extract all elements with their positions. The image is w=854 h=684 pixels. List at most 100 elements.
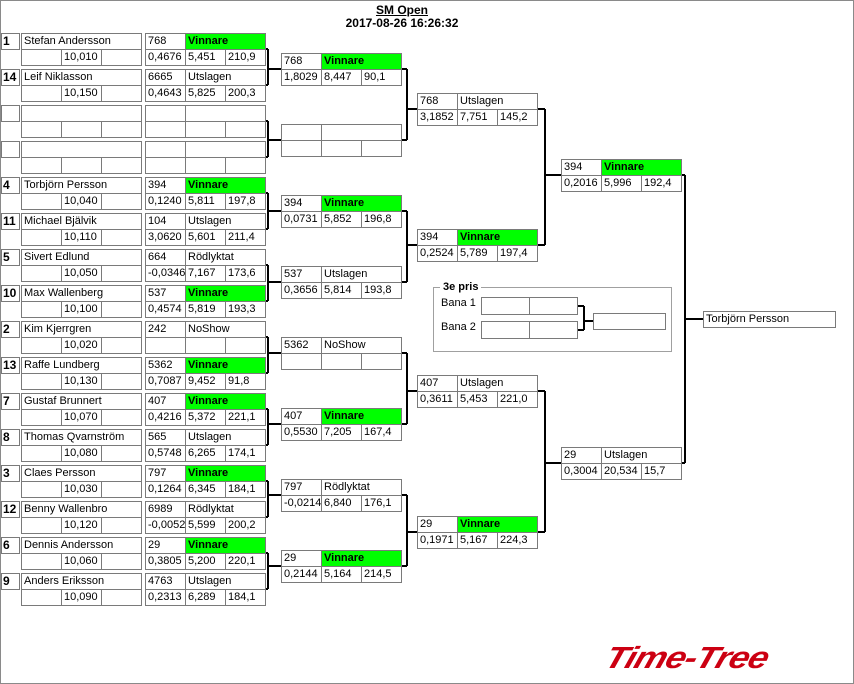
- player-extra-b[interactable]: [101, 301, 142, 318]
- r1-result-speed[interactable]: 91,8: [225, 373, 266, 390]
- r3-result-et[interactable]: 5,789: [457, 245, 498, 262]
- r1-result-et[interactable]: 5,819: [185, 301, 226, 318]
- r1-result-status[interactable]: Utslagen: [185, 573, 266, 590]
- r1-result-speed[interactable]: 210,9: [225, 49, 266, 66]
- player-name[interactable]: Gustaf Brunnert: [21, 393, 142, 410]
- r2-result-reaction[interactable]: [281, 140, 322, 157]
- r1-result-reaction[interactable]: -0,0052: [145, 517, 186, 534]
- player-extra-a[interactable]: [21, 337, 62, 354]
- player-extra-a[interactable]: [21, 85, 62, 102]
- r2-result-speed[interactable]: 196,8: [361, 211, 402, 228]
- player-name[interactable]: Kim Kjerrgren: [21, 321, 142, 338]
- r2-result-status[interactable]: Vinnare: [321, 53, 402, 70]
- r2-result-status[interactable]: Vinnare: [321, 550, 402, 567]
- lane2-entry-b[interactable]: [529, 321, 578, 339]
- r1-result-status[interactable]: Vinnare: [185, 357, 266, 374]
- r3-result-speed[interactable]: 224,3: [497, 532, 538, 549]
- r2-result-reaction[interactable]: 0,2144: [281, 566, 322, 583]
- r1-result-et[interactable]: 5,451: [185, 49, 226, 66]
- player-extra-b[interactable]: [101, 85, 142, 102]
- r2-result-et[interactable]: 5,814: [321, 282, 362, 299]
- player-name[interactable]: [21, 141, 142, 158]
- r1-result-et[interactable]: 6,289: [185, 589, 226, 606]
- r4-result-speed[interactable]: 192,4: [641, 175, 682, 192]
- player-name[interactable]: Max Wallenberg: [21, 285, 142, 302]
- r2-result-reaction[interactable]: 0,3656: [281, 282, 322, 299]
- r1-result-reaction[interactable]: 0,7087: [145, 373, 186, 390]
- player-extra-b[interactable]: [101, 409, 142, 426]
- r1-result-id[interactable]: 104: [145, 213, 186, 230]
- r4-result-id[interactable]: 29: [561, 447, 602, 464]
- r1-result-id[interactable]: [145, 105, 186, 122]
- player-extra-a[interactable]: [21, 193, 62, 210]
- player-extra-a[interactable]: [21, 373, 62, 390]
- r3-result-id[interactable]: 768: [417, 93, 458, 110]
- r2-result-et[interactable]: 8,447: [321, 69, 362, 86]
- player-extra-a[interactable]: [21, 409, 62, 426]
- player-dial-in[interactable]: 10,050: [61, 265, 102, 282]
- r1-result-et[interactable]: 9,452: [185, 373, 226, 390]
- player-name[interactable]: Sivert Edlund: [21, 249, 142, 266]
- r3-result-reaction[interactable]: 3,1852: [417, 109, 458, 126]
- r1-result-et[interactable]: 5,601: [185, 229, 226, 246]
- r1-result-speed[interactable]: 174,1: [225, 445, 266, 462]
- r2-result-et[interactable]: 5,852: [321, 211, 362, 228]
- r1-result-et[interactable]: 6,265: [185, 445, 226, 462]
- player-extra-a[interactable]: [21, 553, 62, 570]
- player-name[interactable]: [21, 105, 142, 122]
- lane2-entry-a[interactable]: [481, 321, 530, 339]
- player-extra-a[interactable]: [21, 517, 62, 534]
- r1-result-reaction[interactable]: 0,4643: [145, 85, 186, 102]
- player-dial-in[interactable]: 10,080: [61, 445, 102, 462]
- r4-result-status[interactable]: Vinnare: [601, 159, 682, 176]
- r1-result-speed[interactable]: 200,3: [225, 85, 266, 102]
- r1-result-status[interactable]: Rödlyktat: [185, 501, 266, 518]
- r1-result-status[interactable]: Vinnare: [185, 465, 266, 482]
- r1-result-id[interactable]: 768: [145, 33, 186, 50]
- r2-result-id[interactable]: 29: [281, 550, 322, 567]
- r2-result-et[interactable]: 7,205: [321, 424, 362, 441]
- r1-result-speed[interactable]: 200,2: [225, 517, 266, 534]
- r3-result-id[interactable]: 394: [417, 229, 458, 246]
- r1-result-status[interactable]: Vinnare: [185, 393, 266, 410]
- r2-result-speed[interactable]: 193,8: [361, 282, 402, 299]
- r1-result-id[interactable]: 29: [145, 537, 186, 554]
- r3-result-status[interactable]: Vinnare: [457, 229, 538, 246]
- player-extra-a[interactable]: [21, 121, 62, 138]
- player-dial-in[interactable]: 10,060: [61, 553, 102, 570]
- player-name[interactable]: Anders Eriksson: [21, 573, 142, 590]
- r1-result-id[interactable]: 6665: [145, 69, 186, 86]
- r3-result-reaction[interactable]: 0,3611: [417, 391, 458, 408]
- player-extra-b[interactable]: [101, 121, 142, 138]
- r2-result-status[interactable]: Vinnare: [321, 195, 402, 212]
- r4-result-reaction[interactable]: 0,2016: [561, 175, 602, 192]
- r1-result-id[interactable]: 407: [145, 393, 186, 410]
- player-extra-a[interactable]: [21, 589, 62, 606]
- r2-result-speed[interactable]: 90,1: [361, 69, 402, 86]
- player-dial-in[interactable]: 10,100: [61, 301, 102, 318]
- r1-result-reaction[interactable]: 0,4216: [145, 409, 186, 426]
- player-extra-a[interactable]: [21, 445, 62, 462]
- r1-result-status[interactable]: [185, 105, 266, 122]
- player-extra-a[interactable]: [21, 229, 62, 246]
- player-name[interactable]: Michael Bjälvik: [21, 213, 142, 230]
- r1-result-reaction[interactable]: 0,1240: [145, 193, 186, 210]
- champion-box[interactable]: Torbjörn Persson: [703, 311, 836, 328]
- player-extra-a[interactable]: [21, 265, 62, 282]
- r3-result-speed[interactable]: 145,2: [497, 109, 538, 126]
- r1-result-status[interactable]: Utslagen: [185, 429, 266, 446]
- r1-result-id[interactable]: 4763: [145, 573, 186, 590]
- r3-result-et[interactable]: 5,453: [457, 391, 498, 408]
- player-dial-in[interactable]: 10,130: [61, 373, 102, 390]
- r1-result-reaction[interactable]: 3,0620: [145, 229, 186, 246]
- r1-result-id[interactable]: 394: [145, 177, 186, 194]
- player-name[interactable]: Torbjörn Persson: [21, 177, 142, 194]
- r1-result-speed[interactable]: [225, 121, 266, 138]
- r2-result-speed[interactable]: [361, 353, 402, 370]
- r2-result-reaction[interactable]: 0,5530: [281, 424, 322, 441]
- r1-result-status[interactable]: Vinnare: [185, 537, 266, 554]
- player-name[interactable]: Claes Persson: [21, 465, 142, 482]
- r4-result-et[interactable]: 20,534: [601, 463, 642, 480]
- r1-result-reaction[interactable]: -0,0346: [145, 265, 186, 282]
- r1-result-status[interactable]: Utslagen: [185, 213, 266, 230]
